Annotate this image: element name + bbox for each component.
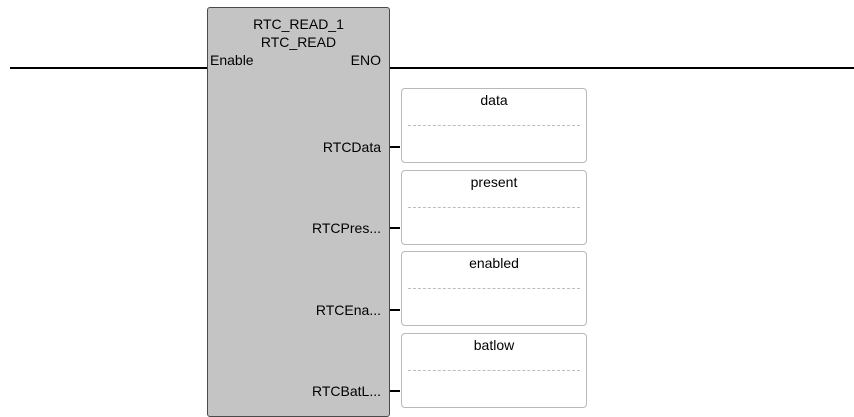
output-pin-rtcbatl-connector[interactable] — [390, 390, 400, 392]
function-block-rtc-read[interactable]: RTC_READ_1 RTC_READ Enable ENO RTCData R… — [207, 7, 390, 417]
output-pin-rtcdata-label: RTCData — [322, 139, 381, 155]
block-instance-name: RTC_READ_1 — [253, 16, 344, 32]
variable-name-present: present — [470, 174, 518, 190]
variable-separator — [408, 125, 580, 126]
variable-box-data[interactable]: data — [401, 88, 587, 163]
output-pin-eno-connector[interactable] — [390, 67, 400, 69]
output-pin-rtcena-connector[interactable] — [390, 309, 400, 311]
variable-separator — [408, 207, 580, 208]
variable-box-batlow[interactable]: batlow — [401, 333, 587, 408]
input-rung-line — [10, 67, 207, 69]
variable-name-batlow: batlow — [473, 337, 515, 353]
output-pin-rtcbatl-label: RTCBatL... — [312, 383, 381, 399]
output-pin-rtcena-label: RTCEna... — [315, 302, 381, 318]
output-pin-rtcdata-connector[interactable] — [390, 146, 400, 148]
variable-name-data: data — [480, 92, 508, 108]
block-type-name: RTC_READ — [260, 34, 337, 50]
output-pin-eno-label: ENO — [350, 52, 381, 68]
output-pin-rtcpres-connector[interactable] — [390, 227, 400, 229]
output-rung-line — [390, 67, 854, 69]
variable-separator — [408, 370, 580, 371]
input-pin-enable-label: Enable — [210, 52, 254, 68]
variable-separator — [408, 288, 580, 289]
variable-name-enabled: enabled — [469, 255, 519, 271]
variable-box-enabled[interactable]: enabled — [401, 251, 587, 326]
variable-box-present[interactable]: present — [401, 170, 587, 245]
output-pin-rtcpres-label: RTCPres... — [312, 220, 381, 236]
